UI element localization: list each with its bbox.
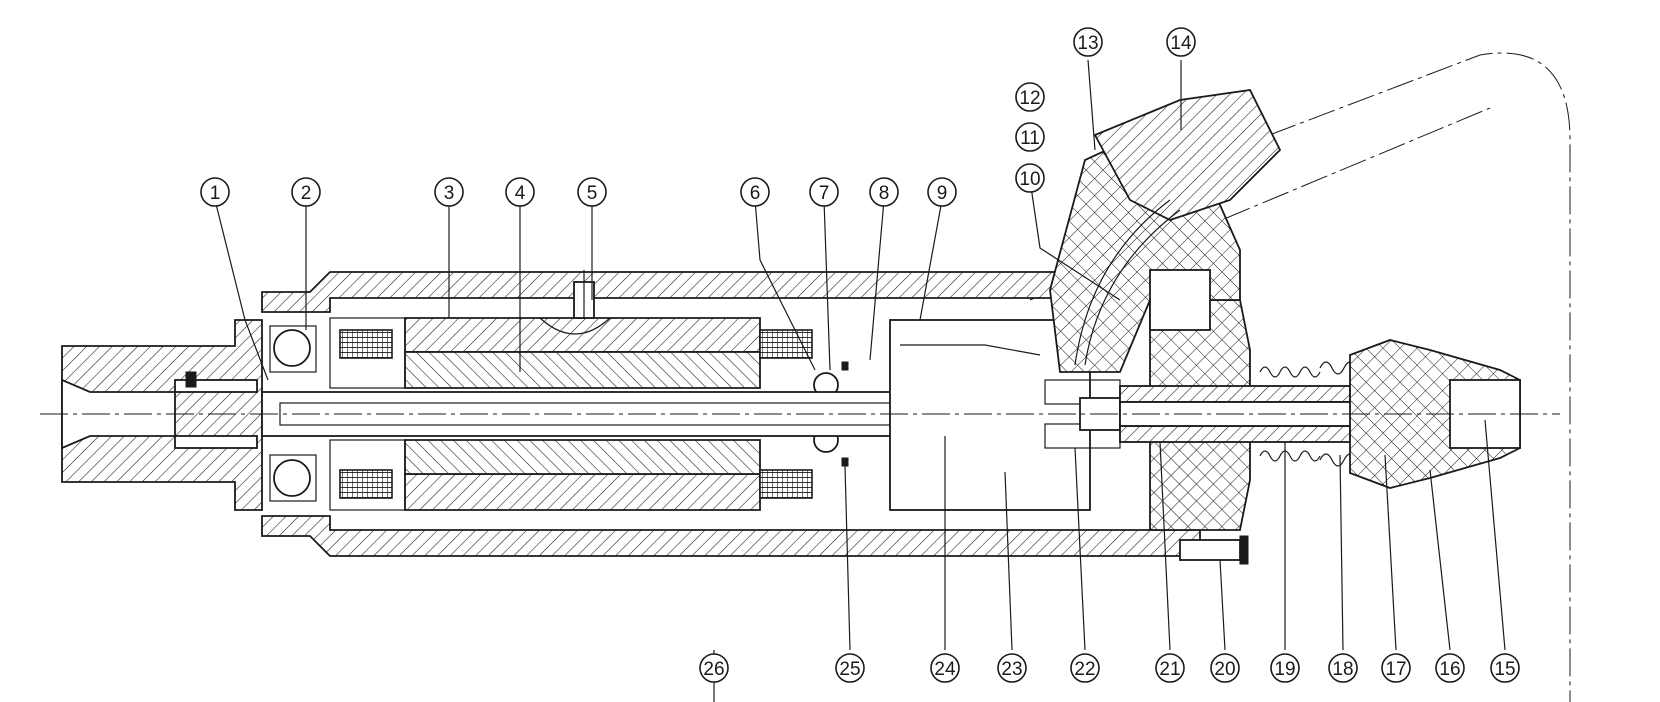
callout-11-label: 11 [1020, 128, 1040, 149]
callout-20: 20 [1210, 653, 1240, 683]
clearance-boundary-line [1229, 52, 1571, 702]
front-winding-frame-upper [329, 317, 406, 389]
callout-19: 19 [1270, 653, 1300, 683]
callout-22-label: 22 [1074, 659, 1095, 680]
callout-16: 16 [1435, 653, 1465, 683]
callout-15-label: 15 [1494, 659, 1515, 680]
callout-24: 24 [930, 653, 960, 683]
callout-10-label: 10 [1019, 169, 1040, 190]
rear-winding-lower [759, 469, 813, 499]
callout-9-label: 9 [937, 183, 948, 204]
mounting-screw [1179, 539, 1241, 561]
rotor-air-gap [539, 317, 611, 335]
stator-upper [404, 317, 761, 353]
callout-13: 13 [1073, 27, 1103, 57]
connector-plug [1093, 89, 1282, 221]
disc-spring-pack [1259, 366, 1321, 462]
outer-housing-upper [261, 271, 1056, 313]
callout-8: 8 [869, 177, 899, 207]
front-bearing-ball-upper [273, 329, 311, 367]
callout-17: 17 [1381, 653, 1411, 683]
callout-20-label: 20 [1214, 659, 1235, 680]
callout-10: 10 [1015, 163, 1045, 193]
callout-22: 22 [1070, 653, 1100, 683]
callout-13-label: 13 [1077, 33, 1098, 54]
callout-3-label: 3 [444, 183, 455, 204]
callout-5-label: 5 [587, 183, 598, 204]
callout-17-label: 17 [1385, 659, 1406, 680]
locking-pin [185, 371, 197, 388]
rotor-upper [404, 351, 761, 389]
callout-2: 2 [291, 177, 321, 207]
callout-23-label: 23 [1001, 659, 1022, 680]
draw-bar-sleeve-upper [1119, 385, 1351, 403]
callout-25: 25 [835, 653, 865, 683]
callout-23: 23 [997, 653, 1027, 683]
stator-lower [404, 473, 761, 511]
outer-housing-lower [261, 515, 1201, 557]
callout-19-label: 19 [1274, 659, 1295, 680]
callout-7-label: 7 [819, 183, 830, 204]
callout-26: 26 [699, 653, 729, 683]
cable-lead-1 [1074, 199, 1171, 366]
front-bearing-race-upper [269, 325, 317, 373]
draw-bar-sleeve-lower [1119, 425, 1351, 443]
callout-1-label: 1 [210, 183, 221, 204]
front-winding-lower [339, 469, 393, 499]
callout-9: 9 [927, 177, 957, 207]
callout-4: 4 [505, 177, 535, 207]
callout-15: 15 [1490, 653, 1520, 683]
front-winding-upper [339, 329, 393, 359]
rear-winding-upper [759, 329, 813, 359]
callout-21-label: 21 [1159, 659, 1180, 680]
callout-8-label: 8 [879, 183, 890, 204]
sensor-lead [900, 344, 1041, 356]
callout-11: 11 [1015, 122, 1045, 152]
callout-12: 12 [1015, 82, 1045, 112]
callout-25-label: 25 [839, 659, 860, 680]
callout-6: 6 [740, 177, 770, 207]
front-bearing-race-lower [269, 454, 317, 502]
connector-socket [1149, 269, 1211, 331]
rear-seal-upper [841, 361, 849, 371]
callout-5: 5 [577, 177, 607, 207]
leader-lines [214, 59, 1506, 702]
callout-18-label: 18 [1332, 659, 1353, 680]
front-bearing-ball-lower [273, 459, 311, 497]
callout-21: 21 [1155, 653, 1185, 683]
mounting-screw-head [1239, 535, 1249, 565]
callout-4-label: 4 [515, 183, 526, 204]
callout-7: 7 [809, 177, 839, 207]
callout-26-label: 26 [703, 659, 724, 680]
callout-1: 1 [200, 177, 230, 207]
callout-12-label: 12 [1019, 88, 1040, 109]
front-winding-frame-lower [329, 439, 406, 511]
cable-lead-2 [1084, 209, 1181, 366]
callout-14: 14 [1166, 27, 1196, 57]
callout-6-label: 6 [750, 183, 761, 204]
callout-16-label: 16 [1439, 659, 1460, 680]
callout-3: 3 [434, 177, 464, 207]
nose-collet-lower [174, 435, 258, 449]
callout-14-label: 14 [1170, 33, 1192, 54]
rear-seal-lower [841, 457, 849, 467]
rotor-lower [404, 439, 761, 475]
callout-18: 18 [1328, 653, 1358, 683]
callout-24-label: 24 [934, 659, 956, 680]
callout-2-label: 2 [301, 183, 312, 204]
